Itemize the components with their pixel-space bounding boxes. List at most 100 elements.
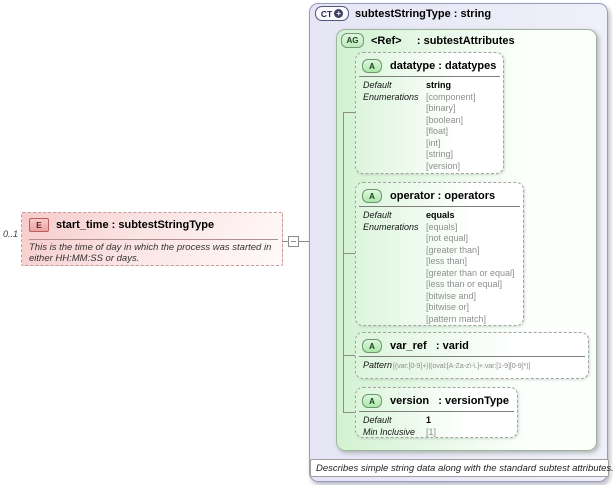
facet-list: Default equals Enumerations [equals] [no… [356,207,523,325]
facet-row: [not equal] [363,233,520,245]
attribute-group-header[interactable]: AG <Ref> : subtestAttributes [341,33,515,48]
attribute-box-version[interactable]: A version : versionType Default 1 Min In… [355,387,518,438]
element-description: This is the time of day in which the pro… [29,242,272,264]
facet-value: [pattern match] [426,313,487,324]
facet-label [363,256,426,268]
facet-row: Enumerations [equals] [363,222,520,234]
facet-row: Pattern [(var:[0-9]+)|(oval:[A-Za-z\-\.]… [363,360,585,372]
attribute-header: A version : versionType [359,388,514,412]
facet-value: [greater than] [426,244,480,255]
complex-type-header[interactable]: CT + subtestStringType : string [315,6,491,21]
facet-label [363,268,426,280]
facet-row: Enumerations [component] [363,92,500,104]
facet-value: [1] [426,426,437,437]
facet-row: [binary] [363,103,500,115]
facet-row: [pattern match] [363,314,520,326]
complex-type-title: subtestStringType : string [355,7,492,20]
facet-list: Default string Enumerations [component] … [356,77,503,172]
facet-label [363,115,426,127]
facet-value: [int] [426,137,441,148]
facet-value: [float] [426,126,449,136]
facet-label [363,126,426,138]
facet-label [363,314,426,326]
facet-value: [less than or equal] [426,279,503,289]
facet-value: [less than] [426,256,468,266]
facet-row: [string] [363,149,500,161]
facet-value: [bitwise or] [426,302,470,312]
connector-stub-varref [343,355,355,356]
connector-stub-version [343,412,355,413]
facet-label: Default [363,415,392,425]
facet-row: Min Inclusive [1] [363,426,514,438]
attribute-icon: A [362,394,382,408]
attribute-group-icon: AG [341,33,364,48]
attribute-title: var_ref : varid [390,340,469,352]
attribute-group-title: <Ref> : subtestAttributes [371,34,515,47]
complex-type-icon-label: CT [320,8,333,19]
facet-row: [float] [363,126,500,138]
connector-stub-operator [343,253,355,254]
facet-row: Default equals [363,210,520,222]
facet-label [363,291,426,303]
facet-value: [equals] [426,221,458,232]
facet-value: [greater than or equal] [426,267,515,278]
plus-icon: + [334,9,344,18]
facet-value: [string] [426,149,454,159]
facet-list: Pattern [(var:[0-9]+)|(oval:[A-Za-z\-\.]… [356,357,588,372]
facet-list: Default 1 Min Inclusive [1] [356,412,517,438]
facet-value: [binary] [426,103,456,113]
facet-value: equals [426,210,455,220]
attribute-header: A operator : operators [359,183,520,207]
attribute-title: datatype : datatypes [390,60,497,72]
facet-value: [boolean] [426,114,464,125]
complex-type-icon: CT + [315,6,349,21]
attribute-icon: A [362,339,382,353]
facet-label [363,233,426,245]
facet-row: [greater than or equal] [363,268,520,280]
attribute-header: A datatype : datatypes [359,53,500,77]
facet-row: Default string [363,80,500,92]
element-header: E start_time : subtestStringType [22,213,282,232]
facet-label [363,138,426,150]
facet-label: Default [363,210,392,220]
attribute-box-datatype[interactable]: A datatype : datatypes Default string En… [355,52,504,174]
facet-row: [bitwise or] [363,302,520,314]
facet-label: Default [363,80,392,90]
facet-row: [bitwise and] [363,291,520,303]
attribute-icon: A [362,189,382,203]
element-separator [29,239,278,240]
collapse-handle[interactable] [288,236,299,247]
facet-row: [less than or equal] [363,279,520,291]
facet-row: [less than] [363,256,520,268]
facet-row: [version] [363,161,500,173]
attribute-box-operator[interactable]: A operator : operators Default equals En… [355,182,524,326]
attribute-header: A var_ref : varid [359,333,585,357]
facet-label: Pattern [363,360,393,370]
facet-row: [boolean] [363,115,500,127]
facet-label: Enumerations [363,221,419,232]
element-node-start-time[interactable]: E start_time : subtestStringType This is… [21,212,283,266]
facet-label [363,149,426,161]
attribute-box-var-ref[interactable]: A var_ref : varid Pattern [(var:[0-9]+)|… [355,332,589,379]
facet-value: string [426,80,452,90]
facet-label: Enumerations [363,91,419,102]
facet-row: Default 1 [363,415,514,427]
facet-value: [component] [426,91,476,102]
facet-row: [greater than] [363,245,520,257]
connector-junction [343,241,344,242]
facet-row: [int] [363,138,500,150]
facet-label [363,302,426,314]
facet-value: [(var:[0-9]+)|(oval:[A-Za-z\-\.]+:var:[1… [393,361,531,370]
facet-value: 1 [426,415,432,425]
facet-label [363,279,426,291]
facet-label [363,161,426,173]
element-icon: E [29,218,49,232]
facet-value: [version] [426,160,461,171]
attribute-title: operator : operators [390,190,496,202]
facet-label [363,103,426,115]
element-title: start_time : subtestStringType [56,219,215,231]
attribute-icon: A [362,59,382,73]
cardinality-label: 0..1 [3,229,19,239]
type-annotation: Describes simple string data along with … [310,459,613,477]
